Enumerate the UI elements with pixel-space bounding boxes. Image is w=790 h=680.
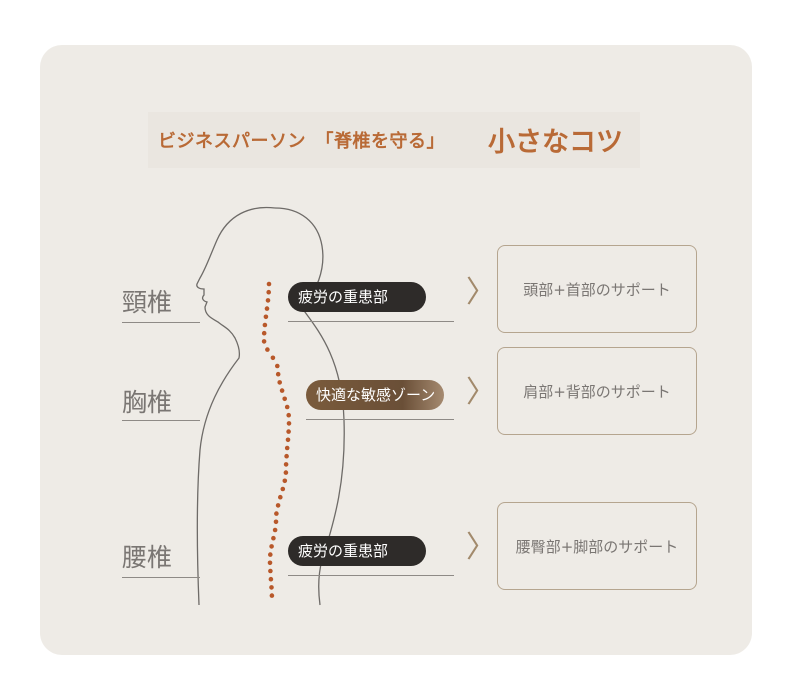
spine-dot [286, 429, 291, 434]
spine-dot [286, 421, 292, 426]
spine-dot [261, 330, 267, 336]
spine-dot [269, 544, 274, 549]
spine-dot [271, 535, 276, 541]
vertebra-underline [122, 322, 200, 323]
spine-dot [265, 347, 270, 352]
spine-dot [279, 388, 285, 393]
spine-dot [286, 412, 292, 418]
spine-dot [264, 306, 270, 311]
spine-dot [267, 560, 273, 566]
spine-dot [265, 298, 271, 303]
tag-underline [288, 321, 454, 322]
vertebra-label-thoracic: 胸椎 [122, 388, 173, 417]
spine-dot [275, 503, 281, 508]
spine-dot [270, 355, 276, 361]
spine-dot [263, 314, 269, 320]
spine-dot [284, 453, 289, 459]
spine-dot [284, 445, 290, 451]
title-prefix: ビジネスパーソン 「脊椎を守る」 [158, 131, 445, 152]
vertebra-label-lumbar: 腰椎 [122, 543, 173, 572]
spine-dot [269, 593, 275, 598]
spine-dot [262, 322, 268, 328]
tag-pill-cervical: 疲労の重患部 [288, 282, 426, 312]
chevron-right-icon: 〉 [466, 375, 496, 410]
spine-dot [275, 371, 281, 377]
tag-pill-thoracic: 快適な敏感ゾーン [306, 380, 444, 410]
spine-dot [283, 462, 289, 467]
spine-dot [273, 519, 279, 525]
tag-pill-lumbar: 疲労の重患部 [288, 536, 426, 566]
chevron-right-icon: 〉 [466, 275, 496, 310]
vertebra-label-cervical: 頸椎 [122, 288, 173, 317]
spine-dot [261, 339, 267, 344]
tag-underline [306, 419, 454, 420]
spine-dots-icon [261, 281, 292, 598]
support-box-thoracic: 肩部+背部のサポート [497, 347, 697, 435]
spine-dot [285, 437, 291, 443]
spine-dot [269, 585, 274, 590]
spine-dot [268, 576, 274, 582]
chevron-right-icon: 〉 [466, 530, 496, 565]
tag-underline [288, 575, 454, 576]
title-main: 小さなコツ [488, 127, 623, 158]
spine-dot [266, 281, 272, 287]
spine-dot [266, 289, 272, 295]
spine-dot [274, 511, 279, 516]
spine-dot [284, 404, 290, 410]
vertebra-underline [122, 577, 200, 578]
spine-dot [268, 568, 273, 574]
spine-dot [278, 494, 283, 500]
spine-dot [268, 552, 273, 557]
spine-dot [277, 380, 283, 385]
vertebra-underline [122, 420, 200, 421]
spine-dot [280, 486, 286, 492]
spine-dot [283, 470, 289, 475]
spine-dot [272, 527, 278, 533]
figure-outline [196, 206, 276, 606]
spine-dot [275, 363, 280, 369]
support-box-lumbar: 腰臀部+脚部のサポート [497, 502, 697, 590]
support-box-cervical: 頭部+首部のサポート [497, 245, 697, 333]
spine-dot [282, 396, 288, 402]
spine-dot [282, 478, 288, 484]
title-band [148, 112, 640, 168]
